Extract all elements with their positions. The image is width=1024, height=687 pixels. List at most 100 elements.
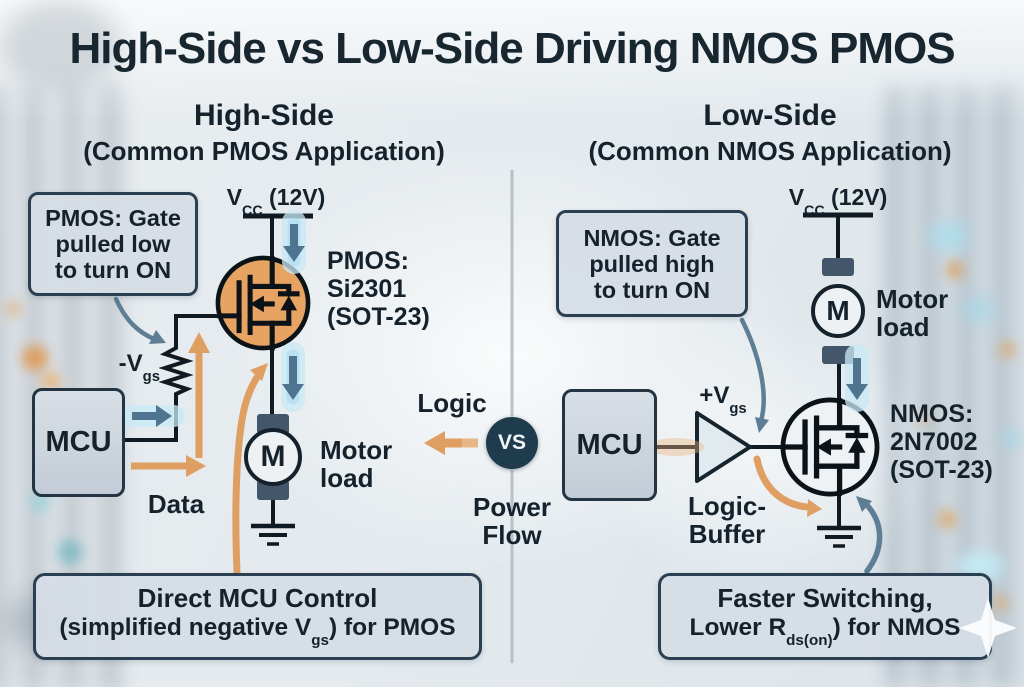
logic-label: Logic	[417, 388, 487, 418]
pmos-summary-note: Direct MCU Control (simplified negative …	[33, 573, 482, 660]
background-bokeh	[994, 596, 1008, 610]
nmos-part-label: NMOS: 2N7002 (SOT-23)	[890, 400, 993, 484]
up-arrow-head	[188, 332, 210, 353]
logic-buffer-label: Logic- Buffer	[677, 492, 777, 548]
curved-arrow	[863, 501, 883, 574]
left-vcc-label: VCC (12V)	[216, 184, 336, 219]
note-line: Faster Switching,	[717, 582, 933, 613]
background-bokeh	[963, 298, 995, 322]
background-bokeh	[0, 0, 120, 90]
current-flow-arrows	[119, 210, 869, 427]
power-flow-line: Power	[472, 492, 552, 522]
background-bokeh	[1000, 342, 1015, 357]
pmos-gate-callout: PMOS: Gate pulled low to turn ON	[28, 192, 198, 296]
nmos-gate-callout: NMOS: Gate pulled high to turn ON	[556, 210, 748, 317]
logic-buffer-icon	[695, 411, 752, 483]
vcc-symbol: V	[226, 184, 243, 210]
background-bokeh	[58, 540, 82, 564]
right-vcc-label: VCC (12V)	[778, 184, 898, 219]
part-line: (SOT-23)	[890, 456, 993, 484]
vcc-subscript: CC	[242, 202, 263, 219]
right-mcu-block: MCU	[562, 389, 657, 501]
left-mcu-block: MCU	[32, 388, 125, 497]
right-motor-load-label: Motor load	[876, 285, 948, 341]
negative-vgs-label: -Vgs	[88, 350, 160, 385]
vgs-symbol: -V	[118, 350, 143, 377]
part-line: 2N7002	[890, 428, 978, 456]
curved-arrow	[753, 455, 810, 511]
right-arrow-head	[186, 455, 206, 477]
callout-line: NMOS: Gate	[583, 224, 721, 251]
nmos-summary-note: Faster Switching, Lower Rds(on)) for NMO…	[658, 573, 992, 660]
right-section-subheading: (Common NMOS Application)	[588, 136, 952, 166]
vcc-value: (12V)	[824, 184, 888, 210]
left-motor: M	[244, 428, 302, 486]
motor-load-line: Motor	[876, 284, 949, 314]
motor-terminal	[822, 258, 854, 276]
part-line: NMOS:	[890, 400, 974, 428]
vgs-subscript: gs	[142, 368, 160, 385]
right-circuit-wires	[657, 212, 873, 548]
note-line: (simplified negative Vgs) for PMOS	[59, 613, 455, 651]
data-flow-arrows	[131, 332, 822, 576]
curved-arrow	[113, 296, 157, 342]
note-subscript: gs	[311, 631, 329, 649]
left-arrow-head	[424, 431, 445, 455]
mcu-label: MCU	[576, 428, 643, 461]
background-haze	[0, 0, 1024, 120]
positive-vgs-label: +Vgs	[688, 382, 758, 417]
curved-arrow	[232, 369, 264, 576]
background-bokeh	[938, 510, 956, 528]
vgs-subscript: gs	[729, 400, 747, 417]
vs-label: VS	[497, 431, 526, 454]
curved-arrow-head	[807, 499, 822, 517]
resistor-icon	[158, 345, 194, 402]
motor-m-label: M	[260, 440, 286, 473]
background-bokeh	[22, 345, 48, 371]
callout-line: PMOS: Gate	[45, 205, 181, 231]
curved-arrow	[739, 317, 766, 424]
right-arrow-icon	[132, 405, 172, 427]
background-bokeh	[1000, 430, 1022, 448]
pmos-part-label: PMOS: Si2301 (SOT-23)	[327, 247, 430, 331]
note-part: ) for NMOS	[832, 613, 961, 641]
data-label: Data	[147, 489, 205, 519]
wire-glow	[648, 438, 704, 456]
background-bokeh	[6, 302, 20, 316]
background-bokeh	[928, 222, 970, 250]
power-flow-label: Power Flow	[457, 493, 567, 549]
note-line: Lower Rds(on)) for NMOS	[690, 613, 961, 651]
down-arrow-icon	[283, 224, 305, 262]
vcc-value: (12V)	[262, 184, 326, 210]
part-line: (SOT-23)	[327, 303, 430, 331]
down-arrow-icon	[282, 356, 304, 400]
note-subscript: ds(on)	[786, 631, 833, 649]
left-section-subheading: (Common PMOS Application)	[83, 136, 445, 166]
buffer-line: Buffer	[688, 519, 766, 549]
part-line: PMOS:	[327, 247, 409, 275]
right-motor: M	[811, 284, 865, 338]
motor-m-label: M	[826, 295, 850, 326]
vcc-subscript: CC	[804, 202, 825, 219]
callout-line: pulled low	[55, 231, 171, 257]
motor-load-line: Motor	[320, 435, 393, 465]
down-arrow-icon	[846, 358, 868, 400]
page-title: High-Side vs Low-Side Driving NMOS PMOS	[69, 24, 955, 73]
left-motor-load-label: Motor load	[320, 436, 392, 492]
note-line: Direct MCU Control	[137, 582, 378, 613]
callout-line: to turn ON	[593, 276, 711, 303]
power-flow-line: Flow	[482, 520, 542, 550]
buffer-line: Logic-	[688, 491, 766, 521]
note-part: (simplified negative V	[59, 613, 312, 641]
motor-load-line: load	[876, 312, 930, 342]
right-section-heading: Low-Side	[703, 99, 837, 132]
curved-arrow-head	[856, 496, 872, 512]
note-part: Lower R	[689, 613, 787, 641]
curved-arrow-head	[755, 417, 769, 433]
motor-load-line: load	[320, 463, 374, 493]
pmos-symbol	[215, 255, 311, 351]
annotation-arrows	[113, 296, 883, 574]
part-line: Si2301	[327, 275, 407, 303]
